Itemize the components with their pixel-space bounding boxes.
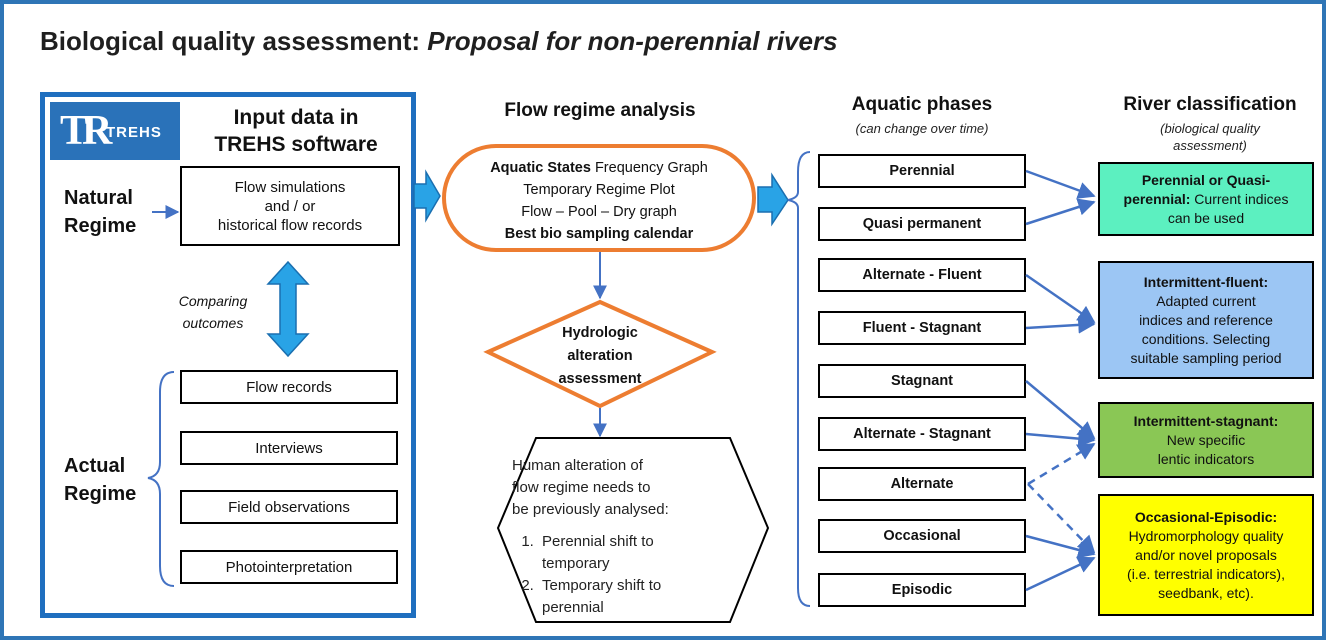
phase-fluent-stagnant: Fluent - Stagnant [818,311,1026,345]
phase-episodic: Episodic [818,573,1026,607]
photointerpretation-box: Photointerpretation [180,550,398,584]
flow-regime-heading: Flow regime analysis [504,100,696,121]
actual-regime-label: Actual Regime [64,455,137,505]
alternate-stagnant-arrow [1025,429,1096,448]
episodic-arrow [1025,556,1096,592]
panel-to-oval-arrow [413,169,441,223]
phase-alternate-stagnant: Alternate - Stagnant [818,417,1026,451]
fluent-stagnant-arrow [1025,316,1096,334]
river-classification-subtitle: (biological quality assessment) [1160,121,1260,153]
trehs-logo: TR TREHS [50,102,180,160]
comparing-double-arrow [266,260,310,358]
quasi-permanent-arrow [1025,198,1096,226]
comparing-outcomes-label: Comparing outcomes [178,293,248,331]
actual-regime-bracket [147,371,175,587]
aquatic-phases-subtitle: (can change over time) [855,121,989,136]
hydrologic-alteration-diamond [483,299,717,409]
alternate-to-episodic-dashed-arrow [1027,483,1096,554]
phase-quasi-permanent: Quasi permanent [818,207,1026,241]
occasional-arrow [1025,534,1096,559]
alternate-to-stagnant-dashed-arrow [1027,442,1096,486]
input-data-panel [40,92,416,618]
diagram-title: Biological quality assessment: Proposal … [40,26,838,56]
field-observations-box: Field observations [180,490,398,524]
phase-alternate: Alternate [818,467,1026,501]
class-intermittent-fluent: Intermittent-fluent: Adapted current ind… [1098,261,1314,379]
human-alteration-hexagon [496,437,770,623]
input-data-heading: Input data in TREHS software [214,106,378,156]
oval-to-phases-arrow [757,172,789,227]
human-alteration-text: Human alteration of flow regime needs to… [512,455,742,619]
interviews-box: Interviews [180,431,398,465]
hydrologic-alteration-text: Hydrologic alteration assessment [558,325,642,387]
alternate-fluent-arrow [1025,273,1096,324]
natural-regime-label: Natural Regime [64,187,137,237]
phase-perennial: Perennial [818,154,1026,188]
flow-simulations-box: Flow simulations and / or historical flo… [180,166,400,246]
class-occasional-episodic: Occasional-Episodic: Hydromorphology qua… [1098,494,1314,616]
phase-alternate-fluent: Alternate - Fluent [818,258,1026,292]
class-perennial-quasi: Perennial or Quasi- perennial: Current i… [1098,162,1314,236]
stagnant-arrow [1025,380,1096,440]
phase-occasional: Occasional [818,519,1026,553]
river-classification-heading: River classification [1123,94,1297,115]
phase-stagnant: Stagnant [818,364,1026,398]
aquatic-phases-heading: Aquatic phases [851,94,993,115]
flow-records-box: Flow records [180,370,398,404]
phases-bracket [787,151,811,607]
perennial-arrow [1025,169,1096,199]
class-intermittent-stagnant: Intermittent-stagnant: New specific lent… [1098,402,1314,478]
flow-regime-oval-text: Aquatic States Frequency Graph Temporary… [490,160,708,242]
flow-regime-oval [442,144,756,252]
